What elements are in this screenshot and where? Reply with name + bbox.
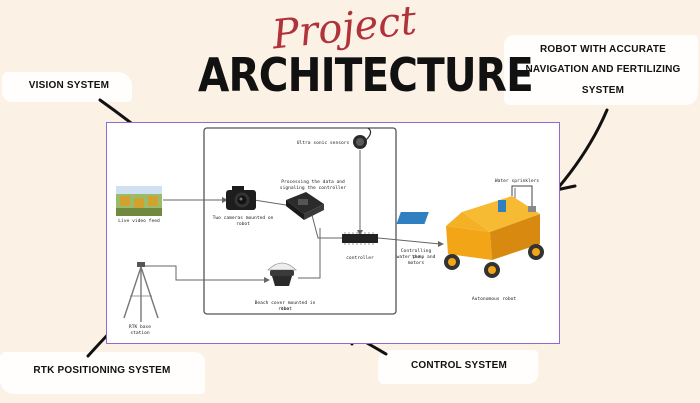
callout-robot-line3: SYSTEM xyxy=(581,85,625,96)
brush-robot xyxy=(504,35,698,105)
label-controlling-line1: Controlling the xyxy=(400,249,432,260)
callout-vision-system: VISION SYSTEM xyxy=(28,80,110,91)
callout-rtk-system: RTK POSITIONING SYSTEM xyxy=(33,365,171,376)
ultrasonic-sensor-icon xyxy=(353,127,372,149)
label-controlling-line2: water pump and xyxy=(396,255,436,260)
label-live-video: Live video feed xyxy=(118,219,160,224)
label-autonomous-robot: Autonomous robot xyxy=(471,297,517,302)
arrowhead-ultrasonic xyxy=(357,230,363,236)
arrow-robot xyxy=(556,108,609,190)
label-water-sprinklers: Water sprinklers xyxy=(494,179,540,184)
callout-robot-line2: NAVIGATION AND FERTILIZING xyxy=(525,64,681,75)
callout-control-system: CONTROL SYSTEM xyxy=(411,360,507,371)
label-beacon-line1: Beach cover mounted in the xyxy=(254,301,316,312)
controller-chip-icon xyxy=(342,232,378,245)
brush-vision xyxy=(2,72,132,102)
processor-board-icon xyxy=(286,192,324,220)
label-ultrasonic: Ultra sonic sensors xyxy=(296,141,350,146)
line-rtk-to-beacon xyxy=(142,265,266,281)
line-beacon-to-processor xyxy=(298,228,321,279)
label-cameras-line1: Two cameras mounted on xyxy=(212,216,274,221)
label-processing-line2: signaling the controller xyxy=(279,186,347,191)
label-controller: controller xyxy=(346,256,374,261)
label-controlling-line3: motors xyxy=(407,261,425,266)
label-processing-line1: Processing the data and xyxy=(281,180,345,185)
line-processor-to-controller xyxy=(311,214,342,239)
arrowhead-beacon xyxy=(264,277,270,283)
arrowhead-robot xyxy=(438,241,444,247)
label-cameras-line2: robot xyxy=(236,222,250,227)
page-title: ARCHITECTURE xyxy=(198,48,534,102)
line-camera-to-processor xyxy=(253,199,287,206)
control-box xyxy=(203,127,397,315)
line-controller-to-robot xyxy=(377,237,441,245)
brush-control xyxy=(378,350,538,384)
camera-icon xyxy=(226,186,256,210)
label-rtk-base: RTK base station xyxy=(128,325,152,336)
arrowhead-camera xyxy=(222,197,228,203)
brush-rtk xyxy=(0,352,205,394)
beacon-icon xyxy=(267,262,297,286)
callout-robot-line1: ROBOT WITH ACCURATE xyxy=(539,44,666,55)
live-video-thumbnail xyxy=(116,186,162,216)
rtk-tripod-icon xyxy=(123,262,159,322)
robot-icon xyxy=(396,185,544,278)
label-beacon-line2: robot xyxy=(278,307,292,312)
